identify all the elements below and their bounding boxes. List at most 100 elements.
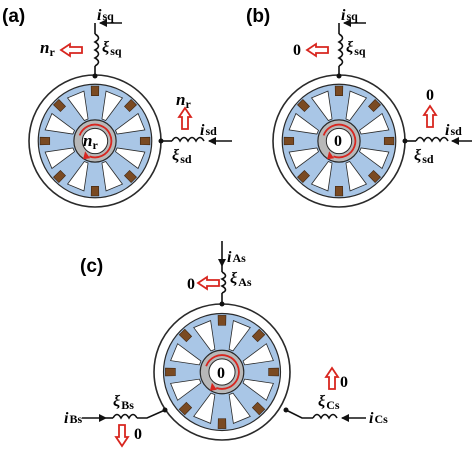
- panel-a-speed-d: nr: [176, 90, 191, 111]
- panel-a-motor-slot: [101, 90, 124, 121]
- panel-c-motor-pole: [217, 315, 227, 326]
- panel-b-motor-slot: [288, 112, 319, 135]
- panel-c-motor-slot: [242, 378, 274, 401]
- panel-a-motor-pole: [124, 99, 137, 112]
- panel-a-motor-rotation-arrow-icon: [78, 123, 113, 159]
- panel-a-motor-slot: [115, 112, 146, 135]
- panel-b-motor-slot: [359, 147, 390, 170]
- panel-a-motor-pole: [139, 136, 151, 146]
- panel-a-motor-pole: [39, 136, 51, 146]
- panel-c-motor: [153, 303, 291, 441]
- panel-a-current-d: isd: [200, 122, 217, 139]
- panel-a-inductance-d: ξsd: [172, 147, 192, 166]
- panel-a-q-coil-icon: [93, 33, 100, 67]
- panel-c-rotor-speed: 0: [217, 365, 225, 382]
- panel-a-d-coil-icon: [171, 136, 205, 143]
- panel-a-motor-slot: [101, 161, 124, 192]
- panel-a-d-lead: [158, 136, 232, 145]
- panel-c-c-coil-icon: [312, 413, 338, 420]
- panel-b-motor-pole: [334, 185, 344, 197]
- panel-a-q-lead: [92, 19, 122, 79]
- panel-c-speed-a-arrow-icon: [196, 275, 220, 291]
- panel-b-motor-slot: [310, 90, 333, 121]
- panel-c-speed-b: 0: [134, 426, 142, 443]
- panel-c-motor-slot: [228, 392, 251, 424]
- panel-b-motor-hub: [325, 127, 353, 155]
- panel-a-motor-slot: [44, 147, 75, 170]
- panel-b-motor-rotation-arrow-icon: [322, 123, 357, 159]
- panel-a-motor-pole: [53, 99, 66, 112]
- panel-c-speed-b-arrow-icon: [114, 424, 130, 448]
- panel-b-motor-slot: [345, 161, 368, 192]
- panel-b-inductance-q: ξsq: [346, 39, 366, 58]
- panel-c-motor-hub: [208, 358, 236, 386]
- panel-b-q-lead: [336, 19, 366, 79]
- panel-b-speed-q-arrow-icon: [305, 42, 329, 58]
- panel-c-motor-rotation-arrowhead-icon: [209, 382, 217, 391]
- panel-b-motor-pole: [297, 170, 310, 183]
- panel-c-a-coil-icon: [220, 271, 227, 294]
- panel-a-motor-pole: [124, 170, 137, 183]
- panel-b-motor-pole: [368, 99, 381, 112]
- panel-c-speed-c-arrow-icon: [324, 366, 340, 390]
- panel-c-motor-slot: [193, 392, 216, 424]
- panel-a-motor-slot: [44, 112, 75, 135]
- panel-c-motor-pole: [268, 367, 279, 377]
- panel-b-current-d: isd: [445, 122, 462, 139]
- panel-b-rotor-speed: 0: [334, 133, 342, 150]
- panel-c-b-coil-icon: [112, 413, 138, 420]
- panel-c-motor-pole: [178, 328, 193, 343]
- panel-a-motor-slot: [66, 161, 89, 192]
- panel-c-motor-pole: [165, 367, 176, 377]
- panel-a-rotor-speed: nr: [83, 131, 98, 152]
- panel-c-current-c: iCs: [369, 410, 388, 427]
- panel-a-label: (a): [2, 6, 25, 27]
- panel-c-motor-slot: [170, 378, 202, 401]
- panel-c-inductance-c: ξCs: [318, 393, 340, 412]
- panel-b-motor-rotation-arrowhead-icon: [327, 151, 335, 160]
- panel-c-motor-pole: [251, 401, 266, 416]
- panel-c-motor-pole: [217, 418, 227, 429]
- panel-a-current-q: isq: [97, 7, 114, 24]
- panel-b-speed-q: 0: [293, 42, 301, 59]
- panel-a-motor-pole: [90, 185, 100, 197]
- panel-c-motor-slot: [193, 320, 216, 352]
- panel-b-motor-pole: [283, 136, 295, 146]
- panel-b-motor-slot: [288, 147, 319, 170]
- panel-c-current-a: iAs: [227, 249, 246, 266]
- panel-c-inductance-a: ξAs: [230, 270, 252, 289]
- panel-a-motor-rotation-arrowhead-icon: [83, 151, 91, 160]
- panel-c-inductance-b: ξBs: [113, 393, 134, 412]
- panel-c-motor-slot: [242, 343, 274, 366]
- panel-a-inductance-q: ξsq: [102, 39, 122, 58]
- panel-c-a-lead: [218, 241, 227, 307]
- panel-b-motor: [272, 74, 406, 208]
- panel-b-motor-pole: [334, 85, 344, 97]
- panel-c-motor-pole: [251, 328, 266, 343]
- panel-b-current-q: isq: [341, 7, 358, 24]
- panel-a-motor-pole: [53, 170, 66, 183]
- panel-b-speed-d-arrow-icon: [422, 104, 438, 128]
- panel-b-d-coil-icon: [415, 136, 449, 143]
- panel-c-current-b: iBs: [64, 410, 82, 427]
- panel-a-motor-slot: [66, 90, 89, 121]
- panel-a-speed-q: nr: [40, 38, 55, 59]
- panel-c-motor-slot: [170, 343, 202, 366]
- panel-a-speed-q-arrow-icon: [59, 42, 83, 58]
- panel-b-d-lead: [402, 136, 472, 145]
- panel-b-label: (b): [246, 6, 270, 27]
- panel-c-c-lead: [283, 407, 366, 422]
- panel-b-motor-slot: [345, 90, 368, 121]
- panel-b-motor-pole: [368, 170, 381, 183]
- panel-c-speed-c: 0: [340, 374, 348, 391]
- panel-c-label: (c): [80, 256, 103, 277]
- panel-b-inductance-d: ξsd: [414, 147, 434, 166]
- panel-a-speed-d-arrow-icon: [177, 106, 193, 130]
- panel-b-motor-slot: [310, 161, 333, 192]
- panel-a-motor-hub: [81, 127, 109, 155]
- panel-a-motor-pole: [90, 85, 100, 97]
- panel-c-b-lead: [82, 407, 168, 422]
